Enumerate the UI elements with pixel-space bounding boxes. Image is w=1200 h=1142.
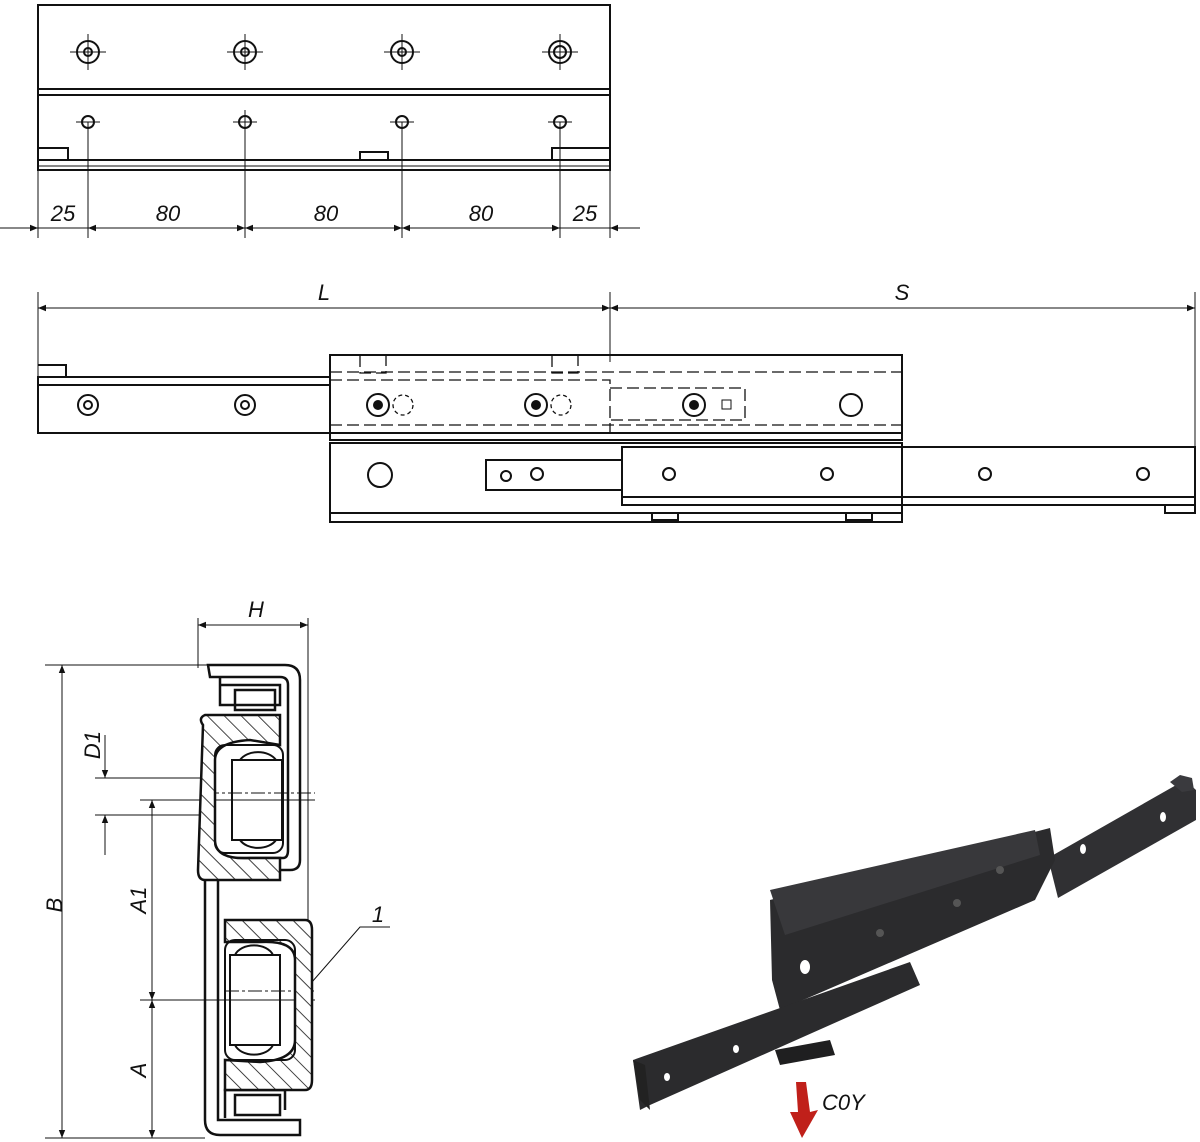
pitch-label: 80: [314, 201, 339, 226]
load-direction-arrow: [790, 1082, 818, 1138]
top-view: 25 80 80 80 25: [0, 4, 640, 238]
pitch-dimension: [0, 122, 640, 238]
hole-diameter-label: D1: [80, 731, 105, 759]
rail-render: C0Y: [633, 775, 1196, 1138]
height-label: H: [248, 597, 264, 622]
length-label: L: [318, 280, 330, 305]
mounting-holes-lower: [76, 110, 572, 134]
extended-view: L S: [37, 280, 1196, 523]
load-direction-label: C0Y: [822, 1090, 866, 1115]
mounting-holes-upper: [70, 34, 578, 70]
callout-label: 1: [372, 902, 384, 927]
cross-section: H B D1 A1 A 1: [42, 597, 390, 1139]
outer-rail: [770, 828, 1055, 1010]
pitch-label: 80: [469, 201, 494, 226]
lower-rail: [633, 962, 920, 1110]
pitch-label: 25: [572, 201, 598, 226]
a-label: A: [126, 1063, 151, 1080]
a1-label: A1: [126, 887, 151, 916]
pitch-label: 25: [50, 201, 76, 226]
width-label: B: [42, 898, 67, 913]
pitch-label: 80: [156, 201, 181, 226]
inner-rail: [1048, 780, 1196, 898]
stroke-label: S: [895, 280, 910, 305]
